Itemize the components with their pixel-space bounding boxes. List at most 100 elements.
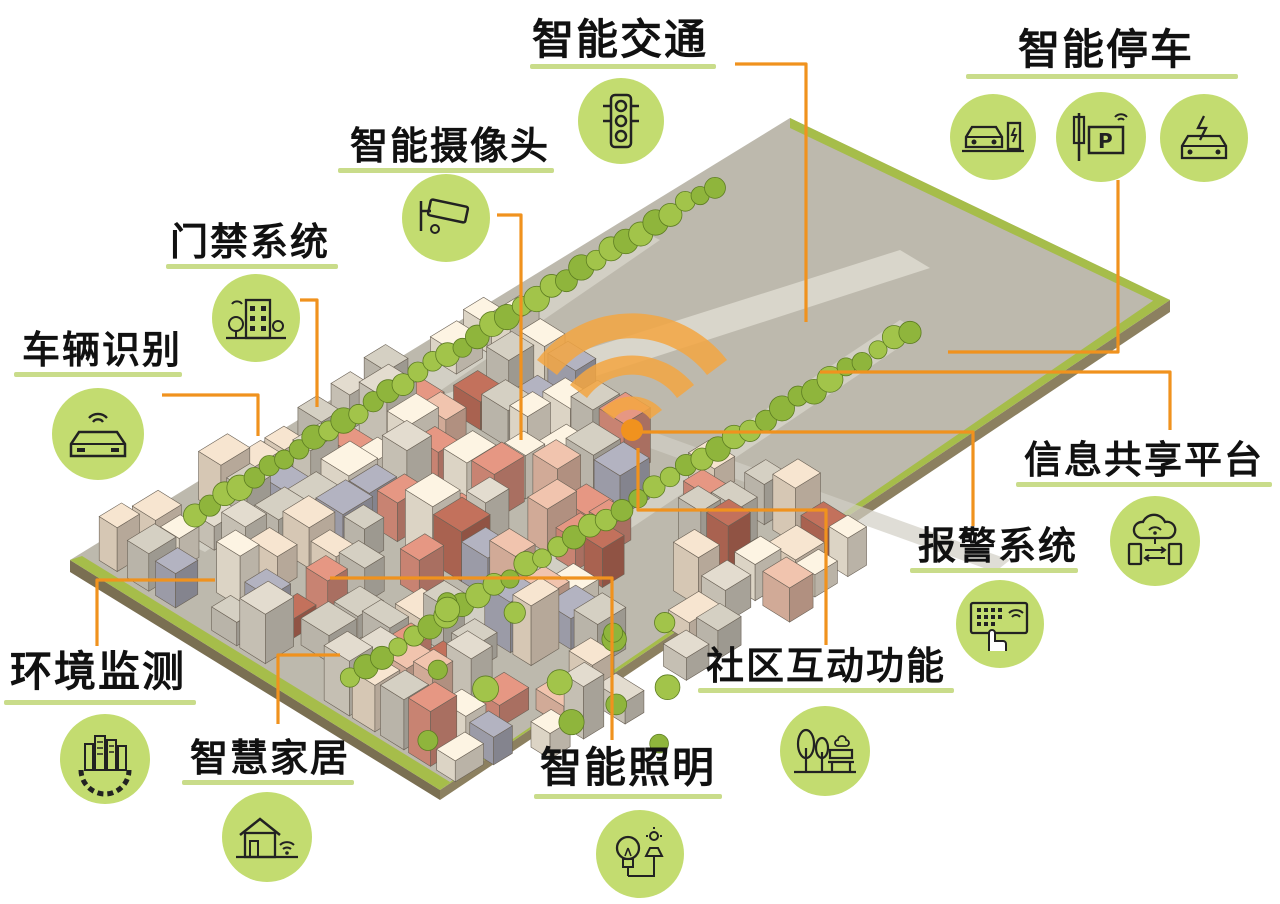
tree	[654, 612, 676, 634]
badge-alarm-system	[956, 580, 1044, 668]
badge-electric-car	[1160, 94, 1248, 182]
light-bulb-icon	[615, 827, 664, 877]
leader-community	[636, 448, 828, 645]
underline-smart-home	[182, 780, 354, 785]
tree	[407, 361, 429, 383]
building	[583, 523, 625, 588]
leader-access	[300, 298, 319, 407]
tree	[546, 669, 573, 696]
label-community-interaction: 社区互动功能	[706, 644, 947, 688]
badge-vehicle-recognition	[52, 388, 144, 480]
leader-home	[276, 653, 340, 724]
badge-smart-home	[222, 792, 312, 882]
tree	[348, 404, 369, 425]
badge-info-sharing-platform	[1110, 496, 1200, 586]
tree	[868, 340, 888, 360]
badge-smart-camera	[402, 174, 490, 262]
tree	[642, 475, 666, 499]
security-camera-icon	[419, 198, 470, 234]
tree	[503, 601, 526, 624]
tree	[434, 596, 461, 623]
parked-car-charger-icon	[962, 121, 1024, 153]
underline-smart-traffic	[530, 64, 716, 69]
underline-smart-lighting	[534, 794, 722, 799]
tree	[558, 709, 585, 736]
tree	[610, 499, 634, 522]
building	[762, 556, 814, 623]
connected-car-icon	[69, 412, 127, 458]
tree	[769, 395, 795, 422]
underline-smart-parking	[966, 74, 1238, 79]
badge-environment-monitoring	[60, 714, 150, 804]
electric-car-icon	[1180, 115, 1228, 160]
grass-edge-left	[70, 556, 450, 790]
city-gear-icon	[78, 735, 132, 797]
label-smart-parking: 智能停车	[1018, 25, 1195, 74]
badge-community-interaction	[780, 706, 870, 796]
building	[399, 533, 445, 597]
tree	[654, 674, 681, 701]
tree	[370, 645, 394, 670]
leader-environment	[95, 578, 215, 646]
label-environment-monitoring: 环境监测	[10, 647, 187, 696]
building	[436, 731, 485, 783]
tree	[472, 675, 499, 703]
tree	[391, 373, 415, 396]
leader-alarm	[640, 430, 975, 526]
traffic-light-icon	[603, 93, 639, 149]
grass-edge-back	[790, 118, 1170, 304]
wifi-signal-icon	[537, 313, 727, 441]
tree	[605, 693, 628, 716]
underline-community-interaction	[698, 688, 954, 693]
label-alarm-system: 报警系统	[918, 524, 1079, 568]
leader-info	[820, 370, 1172, 430]
label-smart-traffic: 智能交通	[532, 15, 709, 64]
leader-camera	[497, 213, 523, 440]
tree	[388, 637, 408, 657]
building	[154, 547, 199, 609]
badge-smart-traffic	[578, 78, 664, 164]
label-smart-camera: 智能摄像头	[350, 124, 551, 168]
tree	[704, 177, 726, 199]
building	[512, 577, 560, 667]
underline-access-control	[166, 264, 338, 269]
tree	[417, 730, 439, 751]
keypad-touch-icon	[969, 601, 1029, 651]
building	[239, 580, 295, 665]
underline-alarm-system	[910, 568, 1078, 573]
underline-environment-monitoring	[4, 700, 196, 705]
tree	[851, 352, 873, 373]
badge-access-control	[212, 274, 300, 362]
apartment-building-icon	[226, 298, 286, 340]
label-smart-home: 智慧家居	[190, 736, 351, 780]
cloud-share-icon	[1127, 513, 1183, 566]
svg-text:P: P	[1098, 129, 1113, 153]
badge-smart-lighting	[596, 810, 684, 898]
tree	[659, 466, 681, 488]
label-vehicle-recognition: 车辆识别	[22, 328, 183, 372]
smart-house-icon	[236, 817, 298, 859]
label-smart-lighting: 智能照明	[540, 743, 717, 792]
tree	[649, 733, 669, 754]
tree	[898, 320, 922, 344]
badge-parked-car-charger	[950, 94, 1036, 180]
label-info-sharing-platform: 信息共享平台	[1024, 438, 1265, 482]
underline-vehicle-recognition	[14, 372, 182, 377]
tree	[532, 548, 552, 569]
base-left-side	[70, 560, 440, 800]
building	[828, 514, 868, 578]
label-access-control: 门禁系统	[170, 220, 331, 264]
underline-smart-camera	[338, 168, 554, 173]
leader-lines	[95, 62, 1172, 740]
building	[662, 629, 710, 681]
parking-sign-icon: P	[1072, 113, 1128, 161]
leader-traffic	[735, 62, 808, 322]
tree	[427, 659, 448, 680]
park-bench-icon	[794, 728, 856, 774]
underline-info-sharing-platform	[1016, 482, 1272, 487]
leader-parking	[948, 180, 1120, 354]
tree	[658, 202, 683, 227]
badge-parking-sign: P	[1056, 92, 1146, 182]
leader-lighting	[330, 576, 614, 740]
